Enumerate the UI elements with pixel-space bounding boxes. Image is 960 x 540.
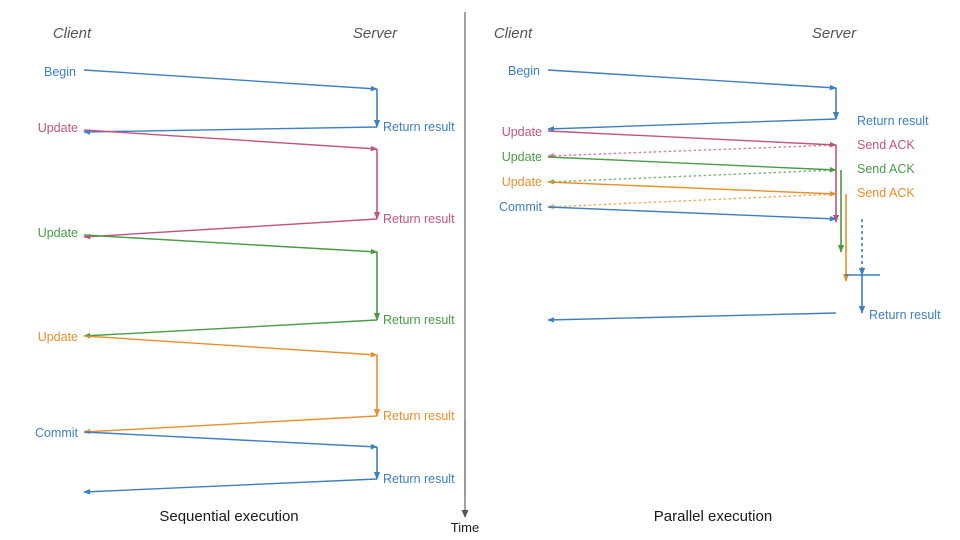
message-label: Update [38,226,78,240]
message-label: Send ACK [857,186,915,200]
message-arrow [547,169,837,185]
message-label: Return result [383,313,455,327]
message-arrow [547,181,837,197]
message-arrow [547,69,837,91]
message-label: Update [502,150,542,164]
time-axis: Time [451,420,479,535]
message-arrow [547,156,837,173]
message-arrow [547,193,837,210]
message-label: Return result [869,308,941,322]
message-label: Return result [383,409,455,423]
message-arrow [547,118,837,132]
message-arrow [547,130,837,148]
actor-label-client: Client [494,25,533,42]
time-axis-label: Time [451,520,479,535]
message-arrow [547,206,837,222]
message-label: Update [502,175,542,189]
panel-caption: Parallel execution [654,508,772,525]
message-arrow [83,319,378,339]
message-label: Commit [35,426,79,440]
message-label: Send ACK [857,162,915,176]
message-label: Return result [383,212,455,226]
message-arrow [83,415,378,435]
message-arrow [547,144,837,159]
message-label: Return result [383,120,455,134]
message-arrow [83,69,378,92]
message-label: Return result [857,114,929,128]
message-label: Update [502,125,542,139]
message-label: Return result [383,472,455,486]
message-label: Begin [44,65,76,79]
message-arrow [83,335,378,358]
actor-label-server: Server [353,25,398,42]
message-label: Send ACK [857,138,915,152]
message-arrow [83,129,378,152]
time-axis-arrowhead [461,510,469,518]
message-arrow [83,126,378,135]
message-arrow [83,478,378,495]
message-arrow [547,312,837,323]
message-label: Commit [499,200,543,214]
message-label: Update [38,330,78,344]
actor-label-server: Server [812,25,857,42]
message-label: Begin [508,64,540,78]
message-arrow [83,234,378,255]
message-arrow [83,218,378,240]
panel-caption: Sequential execution [159,508,298,525]
message-arrow [83,431,378,450]
message-label: Update [38,121,78,135]
actor-label-client: Client [53,25,92,42]
